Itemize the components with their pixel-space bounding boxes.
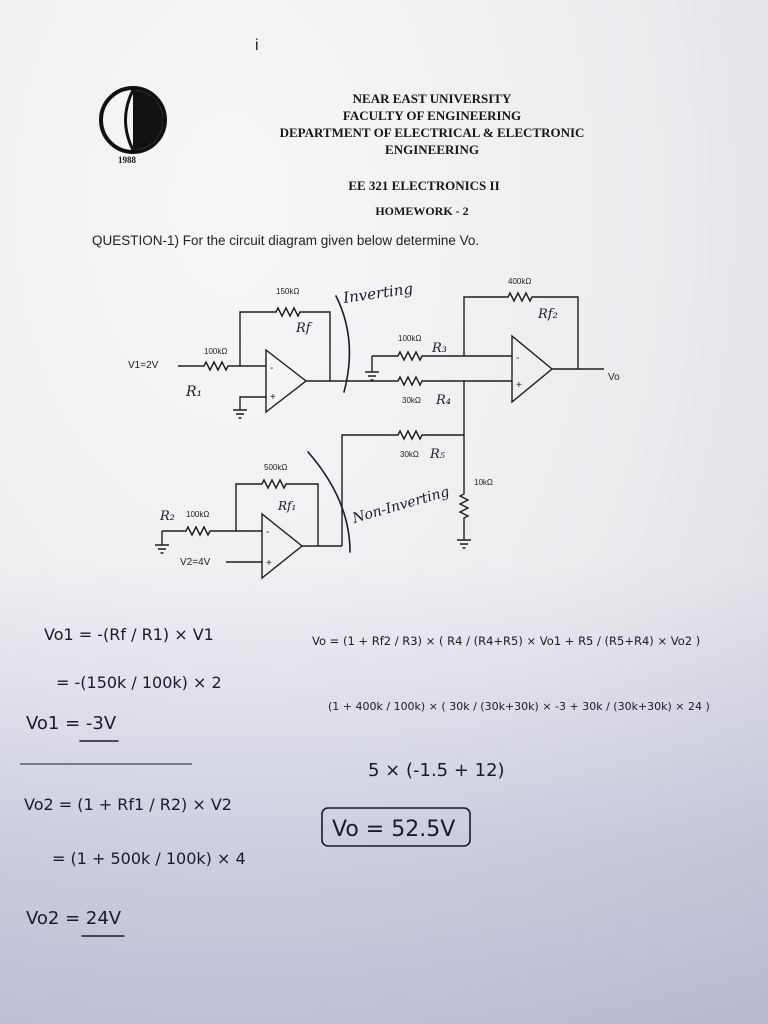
university-seal-logo: 1988 [99,86,167,165]
r3-note: R₃ [431,341,447,356]
r2-value: 100kΩ [186,510,209,519]
vo-label: Vo [608,372,620,383]
opamp1-plus: + [270,392,276,403]
header-line2: FACULTY OF ENGINEERING [343,108,521,123]
opamp-1 [265,348,308,414]
r1-value: 100kΩ [204,347,227,356]
rf-value: 150kΩ [276,287,299,296]
inverting-note: Inverting [341,279,414,307]
question-text: QUESTION-1) For the circuit diagram give… [92,233,479,248]
resistor-r4 [330,375,512,387]
vo2-result: Vo2 = 24V [26,908,122,929]
rf-note: Rf [295,321,313,336]
header: NEAR EAST UNIVERSITY FACULTY OF ENGINEER… [280,91,585,218]
homework-title: HOMEWORK - 2 [375,204,468,218]
resistor-r2 [162,525,262,537]
vo-equation: Vo = (1 + Rf2 / R3) × ( R4 / (R4+R5) × V… [312,634,700,648]
v2-label: V2=4V [180,557,211,568]
vo-result: Vo = 52.5V [332,817,455,842]
resistor-r5 [341,429,464,546]
vo2-substitution: = (1 + 500k / 100k) × 4 [52,849,246,868]
solution-right: Vo = (1 + Rf2 / R3) × ( R4 / (R4+R5) × V… [312,634,710,847]
ground-2 [365,356,379,381]
rf2-note: Rf₂ [537,307,558,322]
resistor-rf1 [235,478,319,546]
opamp1-minus: - [270,363,273,374]
r5-note: R₅ [429,447,446,462]
r2-note: R₂ [159,509,175,524]
opamp-2 [261,512,304,580]
vo-simplification: 5 × (-1.5 + 12) [368,760,505,781]
rf1-note: Rf₁ [277,499,296,513]
ground-4 [155,531,169,554]
rf2-value: 400kΩ [508,277,531,286]
opamp2-plus: + [266,558,272,569]
resistor-r3 [372,350,512,362]
course-title: EE 321 ELECTRONICS II [348,178,499,193]
logo-year: 1988 [118,155,137,165]
header-line4: ENGINEERING [385,142,479,157]
solution-left: Vo1 = -(Rf / R1) × V1 = -(150k / 100k) ×… [20,625,246,937]
resistor-rground [458,381,470,540]
resistor-rf [239,306,331,382]
vo1-equation: Vo1 = -(Rf / R1) × V1 [44,625,214,644]
opamp3-plus: + [516,380,522,391]
vo-result-box [321,807,471,847]
opamp2-minus: - [266,527,269,538]
opamp3-minus: - [516,353,519,364]
resistor-rf2 [463,291,579,369]
rground-value: 10kΩ [474,478,493,487]
page-mark: i [255,37,259,54]
r4-value: 30kΩ [402,396,421,405]
opamp-3 [511,334,554,404]
r1-note: R₁ [185,384,202,400]
header-line1: NEAR EAST UNIVERSITY [353,91,512,106]
circuit-annotations: Inverting Rf R₁ R₃ R₄ R₅ Rf₂ Rf₁ R₂ Non-… [159,279,558,553]
ground-3 [457,539,471,549]
ground-1 [233,409,247,419]
r5-value: 30kΩ [400,450,419,459]
circuit-diagram: - + V1=2V 100kΩ 150kΩ 30kΩ 100kΩ - + Vo … [128,277,620,580]
vo2-equation: Vo2 = (1 + Rf1 / R2) × V2 [24,795,232,814]
vo-substitution: (1 + 400k / 100k) × ( 30k / (30k+30k) × … [328,700,710,713]
r4-note: R₄ [435,393,451,408]
vo1-result: Vo1 = -3V [26,713,117,734]
rf1-value: 500kΩ [264,463,287,472]
r3-value: 100kΩ [398,334,421,343]
photo-shadow [0,560,768,1024]
v1-label: V1=2V [128,360,159,371]
non-inverting-note: Non-Inverting [350,484,451,527]
resistor-r1 [178,360,266,372]
header-line3: DEPARTMENT OF ELECTRICAL & ELECTRONIC [280,125,585,140]
vo1-substitution: = -(150k / 100k) × 2 [56,673,222,692]
